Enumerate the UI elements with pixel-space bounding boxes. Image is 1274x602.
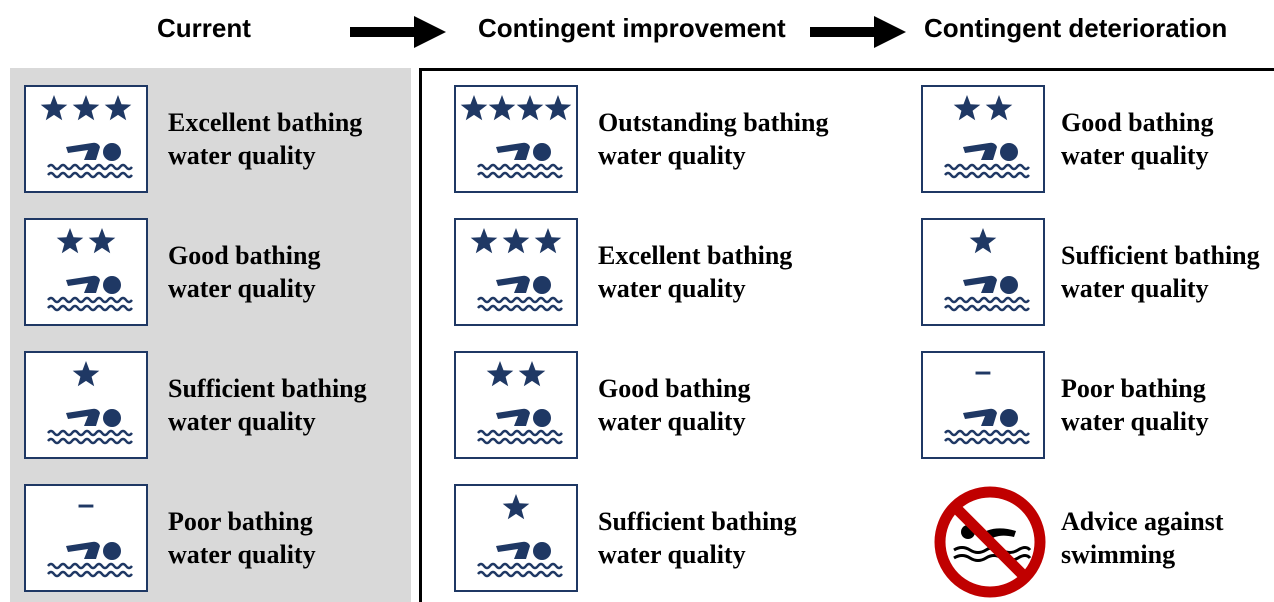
wave-icon — [47, 163, 133, 171]
bathing-quality-icon — [454, 218, 578, 326]
wave-icon — [944, 296, 1030, 304]
wave-icon — [477, 296, 563, 304]
wave-icon — [477, 562, 563, 570]
bathing-quality-icon — [24, 85, 148, 193]
swimmer-icon — [66, 408, 121, 427]
header-current: Current — [157, 13, 251, 43]
star-icon — [40, 95, 68, 121]
bathing-quality-icon — [24, 351, 148, 459]
star-icon — [969, 228, 997, 254]
swimmer-icon — [963, 142, 1018, 161]
swimmer-icon — [963, 275, 1018, 294]
wave-icon — [47, 562, 133, 570]
bathing-quality-icon — [454, 484, 578, 592]
star-icon — [88, 228, 116, 254]
wave-icon — [477, 304, 563, 312]
swimmer-icon — [66, 541, 121, 560]
swimmer-icon — [496, 142, 551, 161]
swimmer-icon — [496, 275, 551, 294]
star-icon — [518, 361, 546, 387]
star-icon — [488, 95, 516, 121]
contingent-panel-frame — [419, 68, 1274, 602]
wave-icon — [47, 429, 133, 437]
swimmer-icon — [66, 142, 121, 161]
wave-icon — [477, 437, 563, 445]
star-icon — [486, 361, 514, 387]
wave-icon — [47, 304, 133, 312]
bathing-quality-icon — [921, 218, 1045, 326]
star-icon — [470, 228, 498, 254]
arrow-right-icon — [350, 16, 446, 48]
bathing-quality-icon: – — [921, 351, 1045, 459]
star-icon — [534, 228, 562, 254]
wave-icon — [477, 570, 563, 578]
swimmer-icon — [496, 408, 551, 427]
dash-mark: – — [975, 355, 992, 388]
arrow-right-icon — [810, 16, 906, 48]
bathing-quality-icon — [454, 351, 578, 459]
bathing-quality-icon: – — [24, 484, 148, 592]
bathing-quality-icon — [454, 85, 578, 193]
star-icon — [516, 95, 544, 121]
star-icon — [502, 494, 530, 520]
wave-icon — [477, 171, 563, 179]
star-icon — [56, 228, 84, 254]
wave-icon — [944, 304, 1030, 312]
swimmer-icon — [963, 408, 1018, 427]
bathing-quality-icon — [24, 218, 148, 326]
swimmer-icon — [66, 275, 121, 294]
star-icon — [460, 95, 488, 121]
wave-icon — [944, 171, 1030, 179]
header-contingent-improvement: Contingent improvement — [478, 13, 786, 43]
star-icon — [104, 95, 132, 121]
wave-icon — [47, 296, 133, 304]
wave-icon — [944, 429, 1030, 437]
no-swimming-icon — [934, 486, 1046, 598]
star-icon — [985, 95, 1013, 121]
header-contingent-deterioration: Contingent deterioration — [924, 13, 1228, 43]
wave-icon — [477, 429, 563, 437]
star-icon — [72, 361, 100, 387]
wave-icon — [944, 163, 1030, 171]
star-icon — [953, 95, 981, 121]
wave-icon — [47, 437, 133, 445]
dash-mark: – — [78, 488, 95, 521]
wave-icon — [47, 570, 133, 578]
star-icon — [502, 228, 530, 254]
swimmer-icon — [496, 541, 551, 560]
wave-icon — [944, 437, 1030, 445]
star-icon — [72, 95, 100, 121]
bathing-quality-icon — [921, 85, 1045, 193]
wave-icon — [47, 171, 133, 179]
star-icon — [544, 95, 572, 121]
wave-icon — [477, 163, 563, 171]
